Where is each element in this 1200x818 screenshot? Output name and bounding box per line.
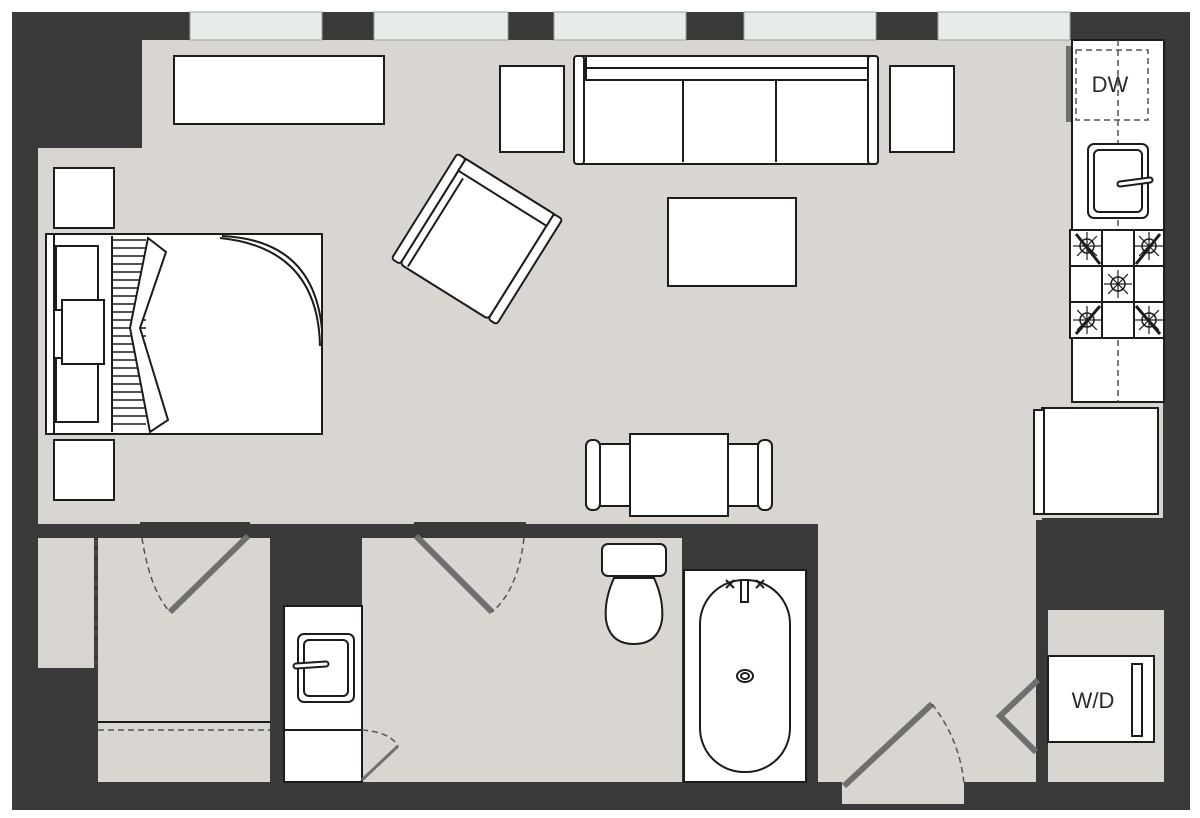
stove-grate bbox=[1117, 273, 1129, 285]
stove-grate bbox=[1086, 245, 1098, 257]
sofa-back bbox=[585, 55, 869, 69]
wall-laundry-top bbox=[1036, 520, 1164, 610]
window bbox=[553, 11, 687, 41]
headboard bbox=[45, 233, 55, 435]
wall-bath-tub-divider bbox=[682, 524, 818, 570]
side-table bbox=[889, 65, 955, 153]
stove-grate bbox=[1148, 319, 1160, 331]
sofa-arm bbox=[867, 55, 879, 165]
closet-floor bbox=[38, 538, 94, 668]
dressing-floor bbox=[98, 538, 270, 782]
window bbox=[937, 11, 1071, 41]
laundry-door-leaf bbox=[995, 677, 1041, 755]
dresser bbox=[173, 55, 385, 125]
door-leaf bbox=[360, 744, 400, 782]
stove-grate bbox=[1086, 309, 1098, 321]
stove-grate bbox=[1076, 235, 1088, 247]
stove-grate bbox=[1107, 273, 1119, 285]
wd-label: W/D bbox=[1072, 688, 1115, 713]
door-swing bbox=[141, 537, 171, 613]
washer-dryer: W/D bbox=[1047, 655, 1155, 743]
coffee-table bbox=[667, 197, 797, 287]
tub-spout bbox=[740, 579, 749, 603]
dining-chair bbox=[725, 443, 761, 507]
stove-grate bbox=[1107, 283, 1119, 295]
window bbox=[373, 11, 509, 41]
sink-icon bbox=[292, 633, 355, 703]
stove-grate bbox=[1138, 319, 1150, 331]
stove-grate bbox=[1138, 245, 1150, 257]
faucet bbox=[1118, 178, 1152, 186]
stove-grate bbox=[1076, 319, 1088, 331]
bed bbox=[45, 233, 323, 435]
armchair bbox=[391, 153, 563, 325]
door-swing bbox=[491, 537, 525, 613]
sofa-back-cushion bbox=[585, 67, 869, 81]
wall-vanity-block bbox=[284, 524, 362, 606]
stove-grate bbox=[1076, 309, 1088, 321]
dining-chair-back bbox=[757, 439, 773, 511]
front-door-leaf bbox=[841, 701, 935, 789]
wall-laundry-pier bbox=[1036, 756, 1048, 782]
bathtub-icon bbox=[683, 569, 807, 783]
fridge-door-line bbox=[1066, 46, 1071, 122]
stove-grate bbox=[1138, 309, 1150, 321]
dining-table bbox=[629, 433, 729, 517]
stove-grate bbox=[1117, 283, 1129, 295]
window bbox=[743, 11, 877, 41]
dishwasher-label: DW bbox=[1092, 72, 1129, 97]
entry-hall-floor bbox=[818, 520, 1036, 782]
front-door-opening bbox=[842, 780, 964, 804]
nightstand bbox=[53, 167, 115, 229]
stove-grate bbox=[1138, 235, 1150, 247]
sofa-arm bbox=[573, 55, 585, 165]
stove-grate bbox=[1076, 245, 1088, 257]
armchair-arm bbox=[488, 214, 563, 325]
wall-tub-right bbox=[806, 570, 818, 782]
blanket-fold bbox=[128, 236, 170, 434]
armchair-back bbox=[456, 157, 556, 228]
door-leaf bbox=[167, 533, 251, 615]
kitchen-counter: DW bbox=[1066, 39, 1165, 403]
armchair-seat-line bbox=[407, 177, 464, 268]
doors bbox=[141, 533, 1041, 789]
bath-faucet bbox=[294, 662, 328, 668]
dining-chair bbox=[597, 443, 633, 507]
pillow bbox=[55, 357, 99, 423]
stove-grate bbox=[1148, 309, 1160, 321]
tub-tap bbox=[725, 579, 765, 589]
dishwasher bbox=[1075, 49, 1149, 121]
dining-set bbox=[585, 433, 773, 517]
windows bbox=[189, 11, 1071, 41]
toilet-icon bbox=[601, 543, 667, 646]
side-table bbox=[499, 65, 565, 153]
blanket-corner bbox=[219, 237, 321, 347]
door-swing bbox=[361, 729, 399, 747]
toilet-tank bbox=[601, 543, 667, 577]
door-swing bbox=[931, 703, 965, 785]
blanket-corner bbox=[221, 235, 323, 331]
tub-drain-inner bbox=[740, 672, 750, 680]
stove-grate bbox=[1086, 235, 1098, 247]
wall-vanity-left bbox=[270, 524, 284, 782]
dining-chair-back bbox=[585, 439, 601, 511]
nightstand bbox=[53, 439, 115, 501]
pillow-center bbox=[61, 299, 105, 365]
refrigerator bbox=[1033, 407, 1159, 515]
toilet-bowl bbox=[604, 577, 664, 646]
fridge-door bbox=[1033, 409, 1045, 515]
fridge-body bbox=[1041, 407, 1159, 515]
sink-icon bbox=[1087, 143, 1154, 219]
armchair-arm bbox=[391, 153, 466, 264]
window bbox=[189, 11, 323, 41]
stove-grate bbox=[1086, 319, 1098, 331]
stove-grate bbox=[1148, 235, 1160, 247]
stove-grate bbox=[1148, 245, 1160, 257]
stove-icon bbox=[1069, 229, 1165, 339]
wd-panel bbox=[1131, 663, 1143, 737]
door-leaf bbox=[413, 533, 495, 615]
sofa bbox=[573, 55, 879, 165]
vanity bbox=[283, 605, 363, 783]
